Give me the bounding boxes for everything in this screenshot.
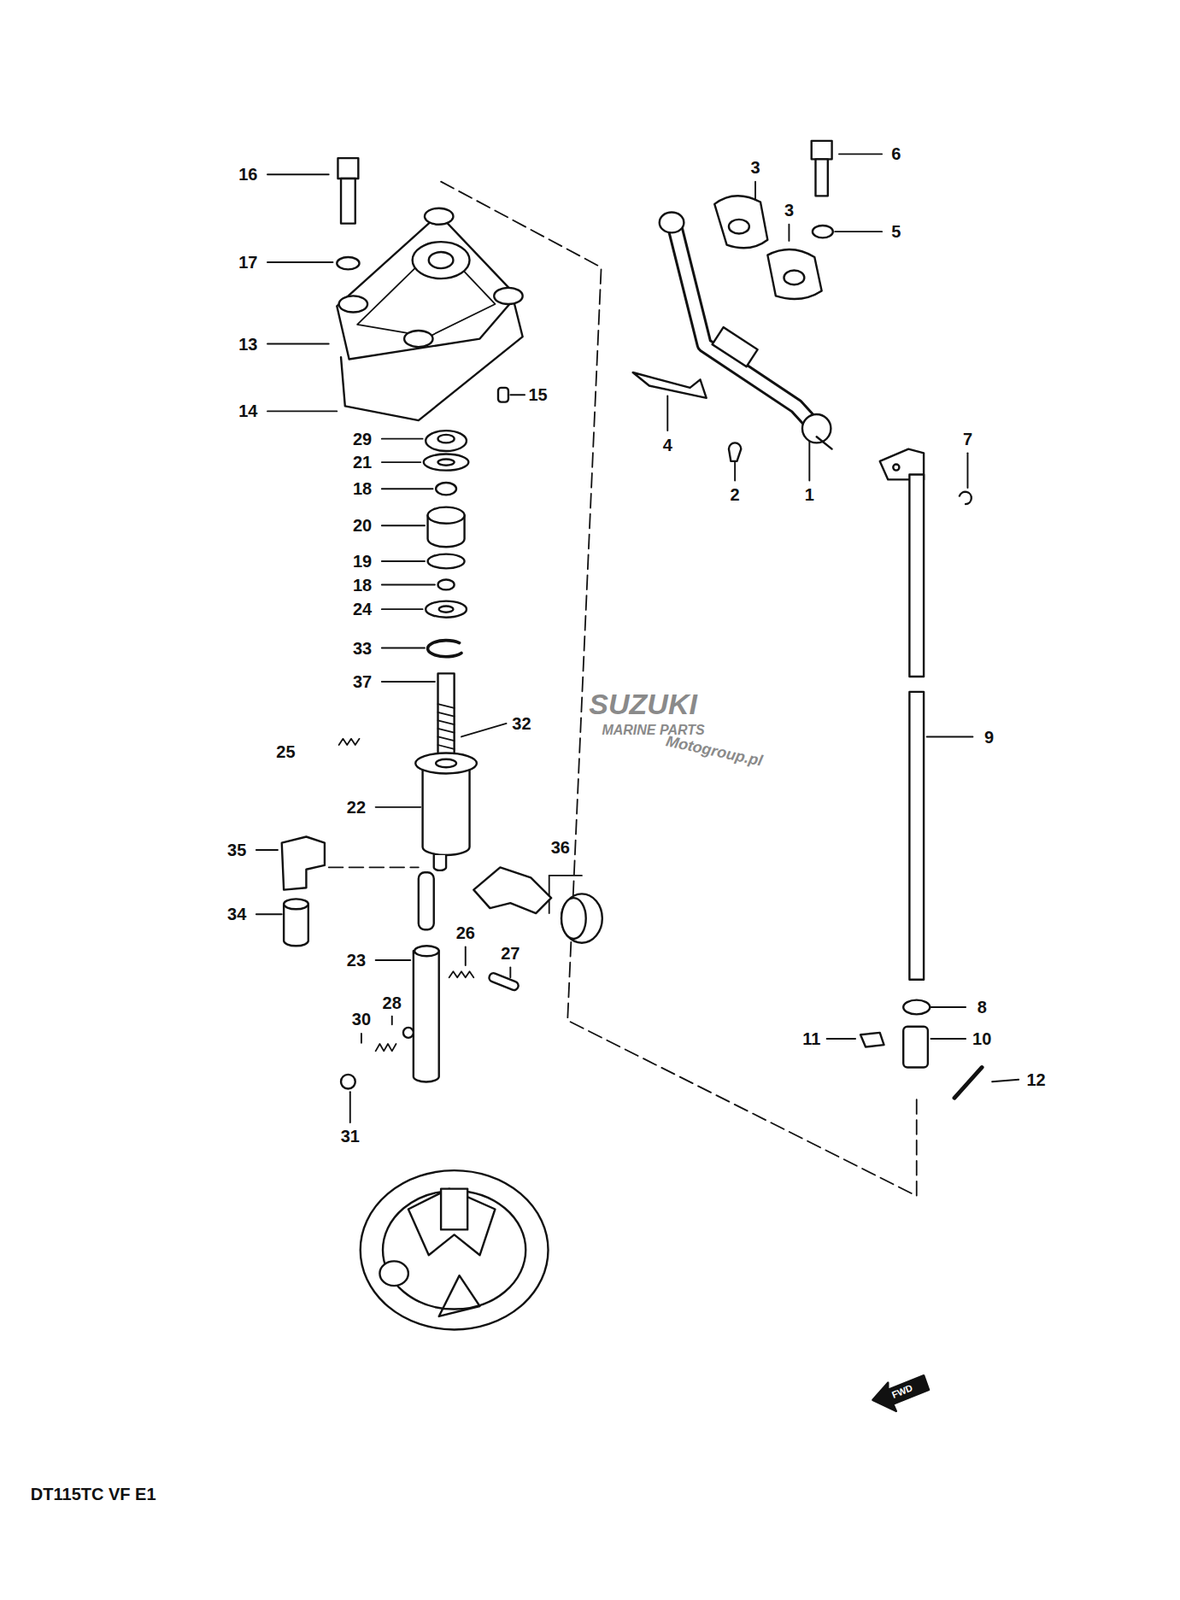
callout-number: 21 (352, 453, 372, 471)
callout-number: 15 (528, 386, 547, 404)
callout-number: 9 (984, 728, 994, 746)
callout-number: 25 (275, 743, 295, 761)
callout-number: 31 (340, 1127, 360, 1145)
callout-number: 1 (804, 486, 815, 504)
callout-number: 14 (238, 402, 258, 420)
callout-number: 24 (352, 600, 372, 618)
callout-number: 5 (891, 223, 901, 241)
callout-number: 8 (977, 998, 987, 1016)
callout-number: 18 (352, 576, 372, 594)
callout-number: 4 (663, 436, 673, 454)
callout-number: 37 (352, 673, 372, 691)
callout-number: 12 (1026, 1071, 1045, 1089)
callout-number: 13 (238, 335, 258, 353)
callout-number: 19 (352, 552, 372, 570)
callout-number: 10 (972, 1030, 992, 1048)
callout-number: 2 (730, 486, 740, 504)
callout-number: 29 (352, 430, 372, 448)
callout-number: 20 (352, 516, 372, 535)
callout-number: 28 (382, 994, 402, 1012)
callout-number: 35 (227, 841, 247, 859)
callout-number: 32 (511, 715, 531, 733)
callout-number: 16 (238, 165, 258, 183)
callout-number: 11 (802, 1030, 821, 1048)
watermark: Motogroup.pl (664, 733, 764, 770)
callout-number: 34 (227, 905, 247, 923)
callout-number: 6 (891, 145, 901, 163)
callout-number: 3 (750, 158, 760, 177)
diagram-caption: DT115TC VF E1 (30, 1485, 157, 1505)
callout-number: 23 (346, 951, 366, 969)
callout-number: 26 (456, 924, 476, 942)
callout-number: 22 (346, 798, 366, 817)
callout-number: 7 (962, 430, 973, 448)
callout-number: 18 (352, 480, 372, 498)
callout-number: 33 (352, 639, 372, 658)
callout-number: 17 (238, 253, 258, 271)
watermark: MARINE PARTS (601, 723, 705, 738)
callout-number: 30 (352, 1010, 371, 1028)
watermark: SUZUKI (588, 689, 698, 719)
callout-number: 36 (551, 839, 570, 857)
callout-number: 27 (500, 945, 520, 963)
callout-number: 3 (784, 201, 794, 219)
